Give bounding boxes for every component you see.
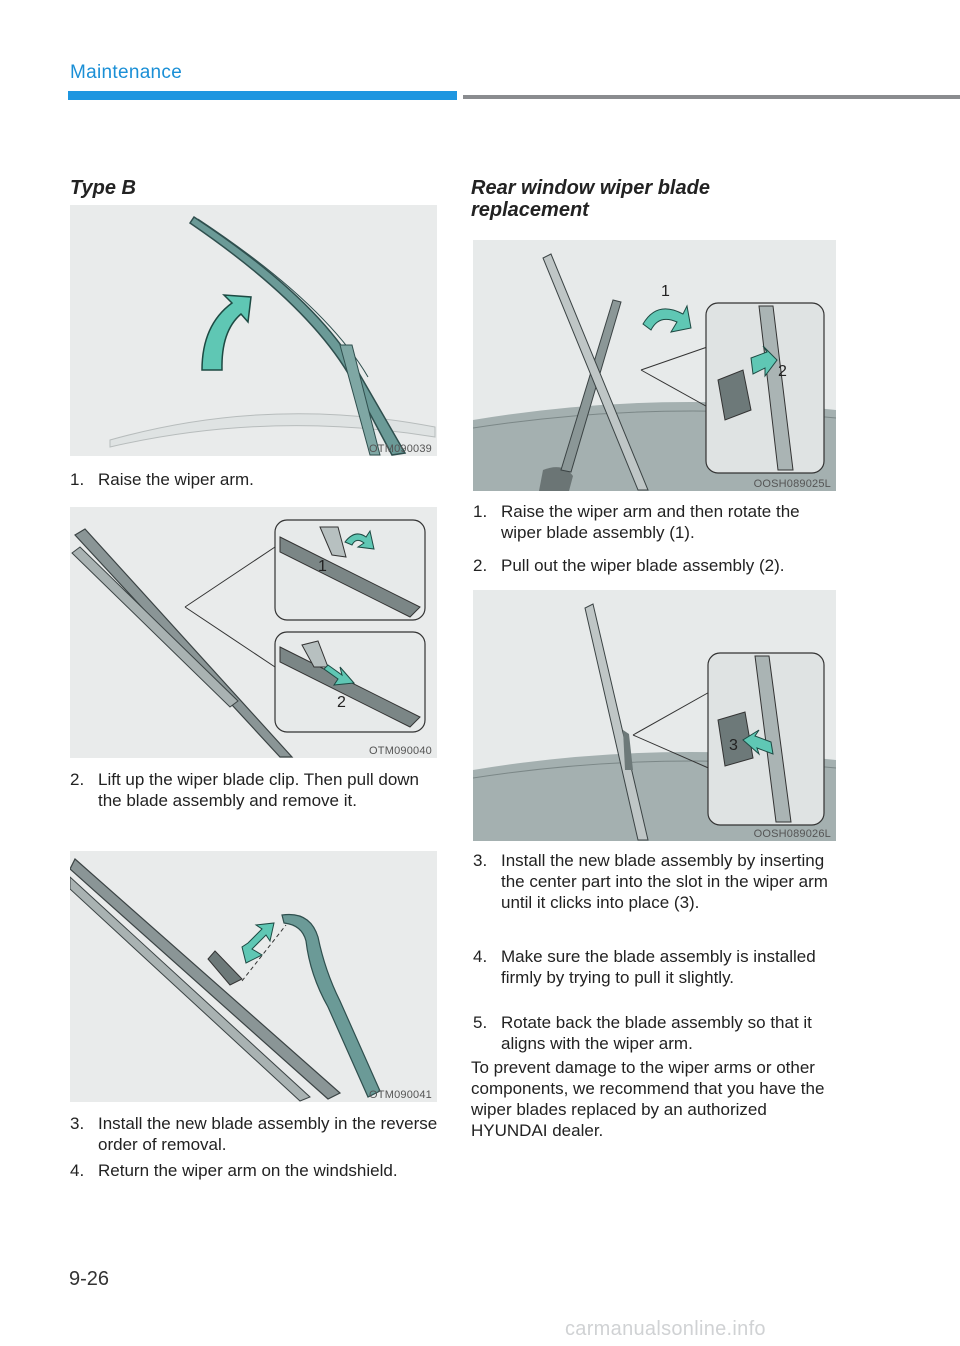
callout-2: 2 [778, 363, 787, 380]
figure-raise-wiper-arm: OTM090039 [70, 205, 437, 456]
callout-1: 1 [661, 283, 670, 300]
page-number: 9-26 [69, 1268, 110, 1290]
figure-code: OOSH089026L [753, 828, 831, 840]
step-item: 2. Pull out the wiper blade assembly (2)… [473, 556, 785, 575]
step-item: 5. Rotate back the blade assembly so tha… [473, 1013, 812, 1053]
watermark: carmanualsonline.info [565, 1318, 766, 1340]
step-item: 1. Raise the wiper arm and then rotate t… [473, 502, 800, 542]
note-paragraph: To prevent damage to the wiper arms or o… [471, 1058, 825, 1140]
figure-code: OTM090041 [369, 1089, 432, 1101]
figure-install-blade: OTM090041 [70, 851, 437, 1102]
illustration-rear-install: 3 [473, 603, 836, 841]
illustration-rear-rotate: 2 1 [473, 253, 836, 491]
step-item: 2. Lift up the wiper blade clip. Then pu… [70, 770, 419, 810]
illustration-blade-clip: 1 2 [71, 519, 426, 758]
left-column-heading: Type B [70, 177, 136, 199]
figure-code: OOSH089025L [753, 478, 831, 490]
section-title: Maintenance [70, 62, 183, 83]
step-item: 3. Install the new blade assembly by ins… [473, 851, 828, 912]
callout-3: 3 [729, 737, 738, 754]
figure-rear-wiper-install: 3 OOSH089026L [473, 590, 836, 841]
header-rule-accent [68, 91, 457, 100]
illustration-raise-arm [109, 215, 436, 456]
step-item: 4. Make sure the blade assembly is insta… [473, 947, 816, 987]
step-item: 1. Raise the wiper arm. [70, 470, 254, 489]
figure-rear-wiper-rotate: 2 1 OOSH089025L [473, 240, 836, 491]
figure-lift-blade-clip: 1 2 OTM090040 [70, 507, 437, 758]
step-item: 4. Return the wiper arm on the windshiel… [70, 1161, 398, 1180]
right-column-heading: Rear window wiper blade replacement [471, 177, 710, 221]
callout-1: 1 [318, 558, 327, 575]
step-item: 3. Install the new blade assembly in the… [70, 1114, 438, 1154]
callout-2: 2 [337, 694, 346, 711]
figure-code: OTM090039 [369, 443, 432, 455]
figure-code: OTM090040 [369, 745, 432, 757]
illustration-install-blade [70, 858, 381, 1102]
header-rule [463, 95, 960, 99]
